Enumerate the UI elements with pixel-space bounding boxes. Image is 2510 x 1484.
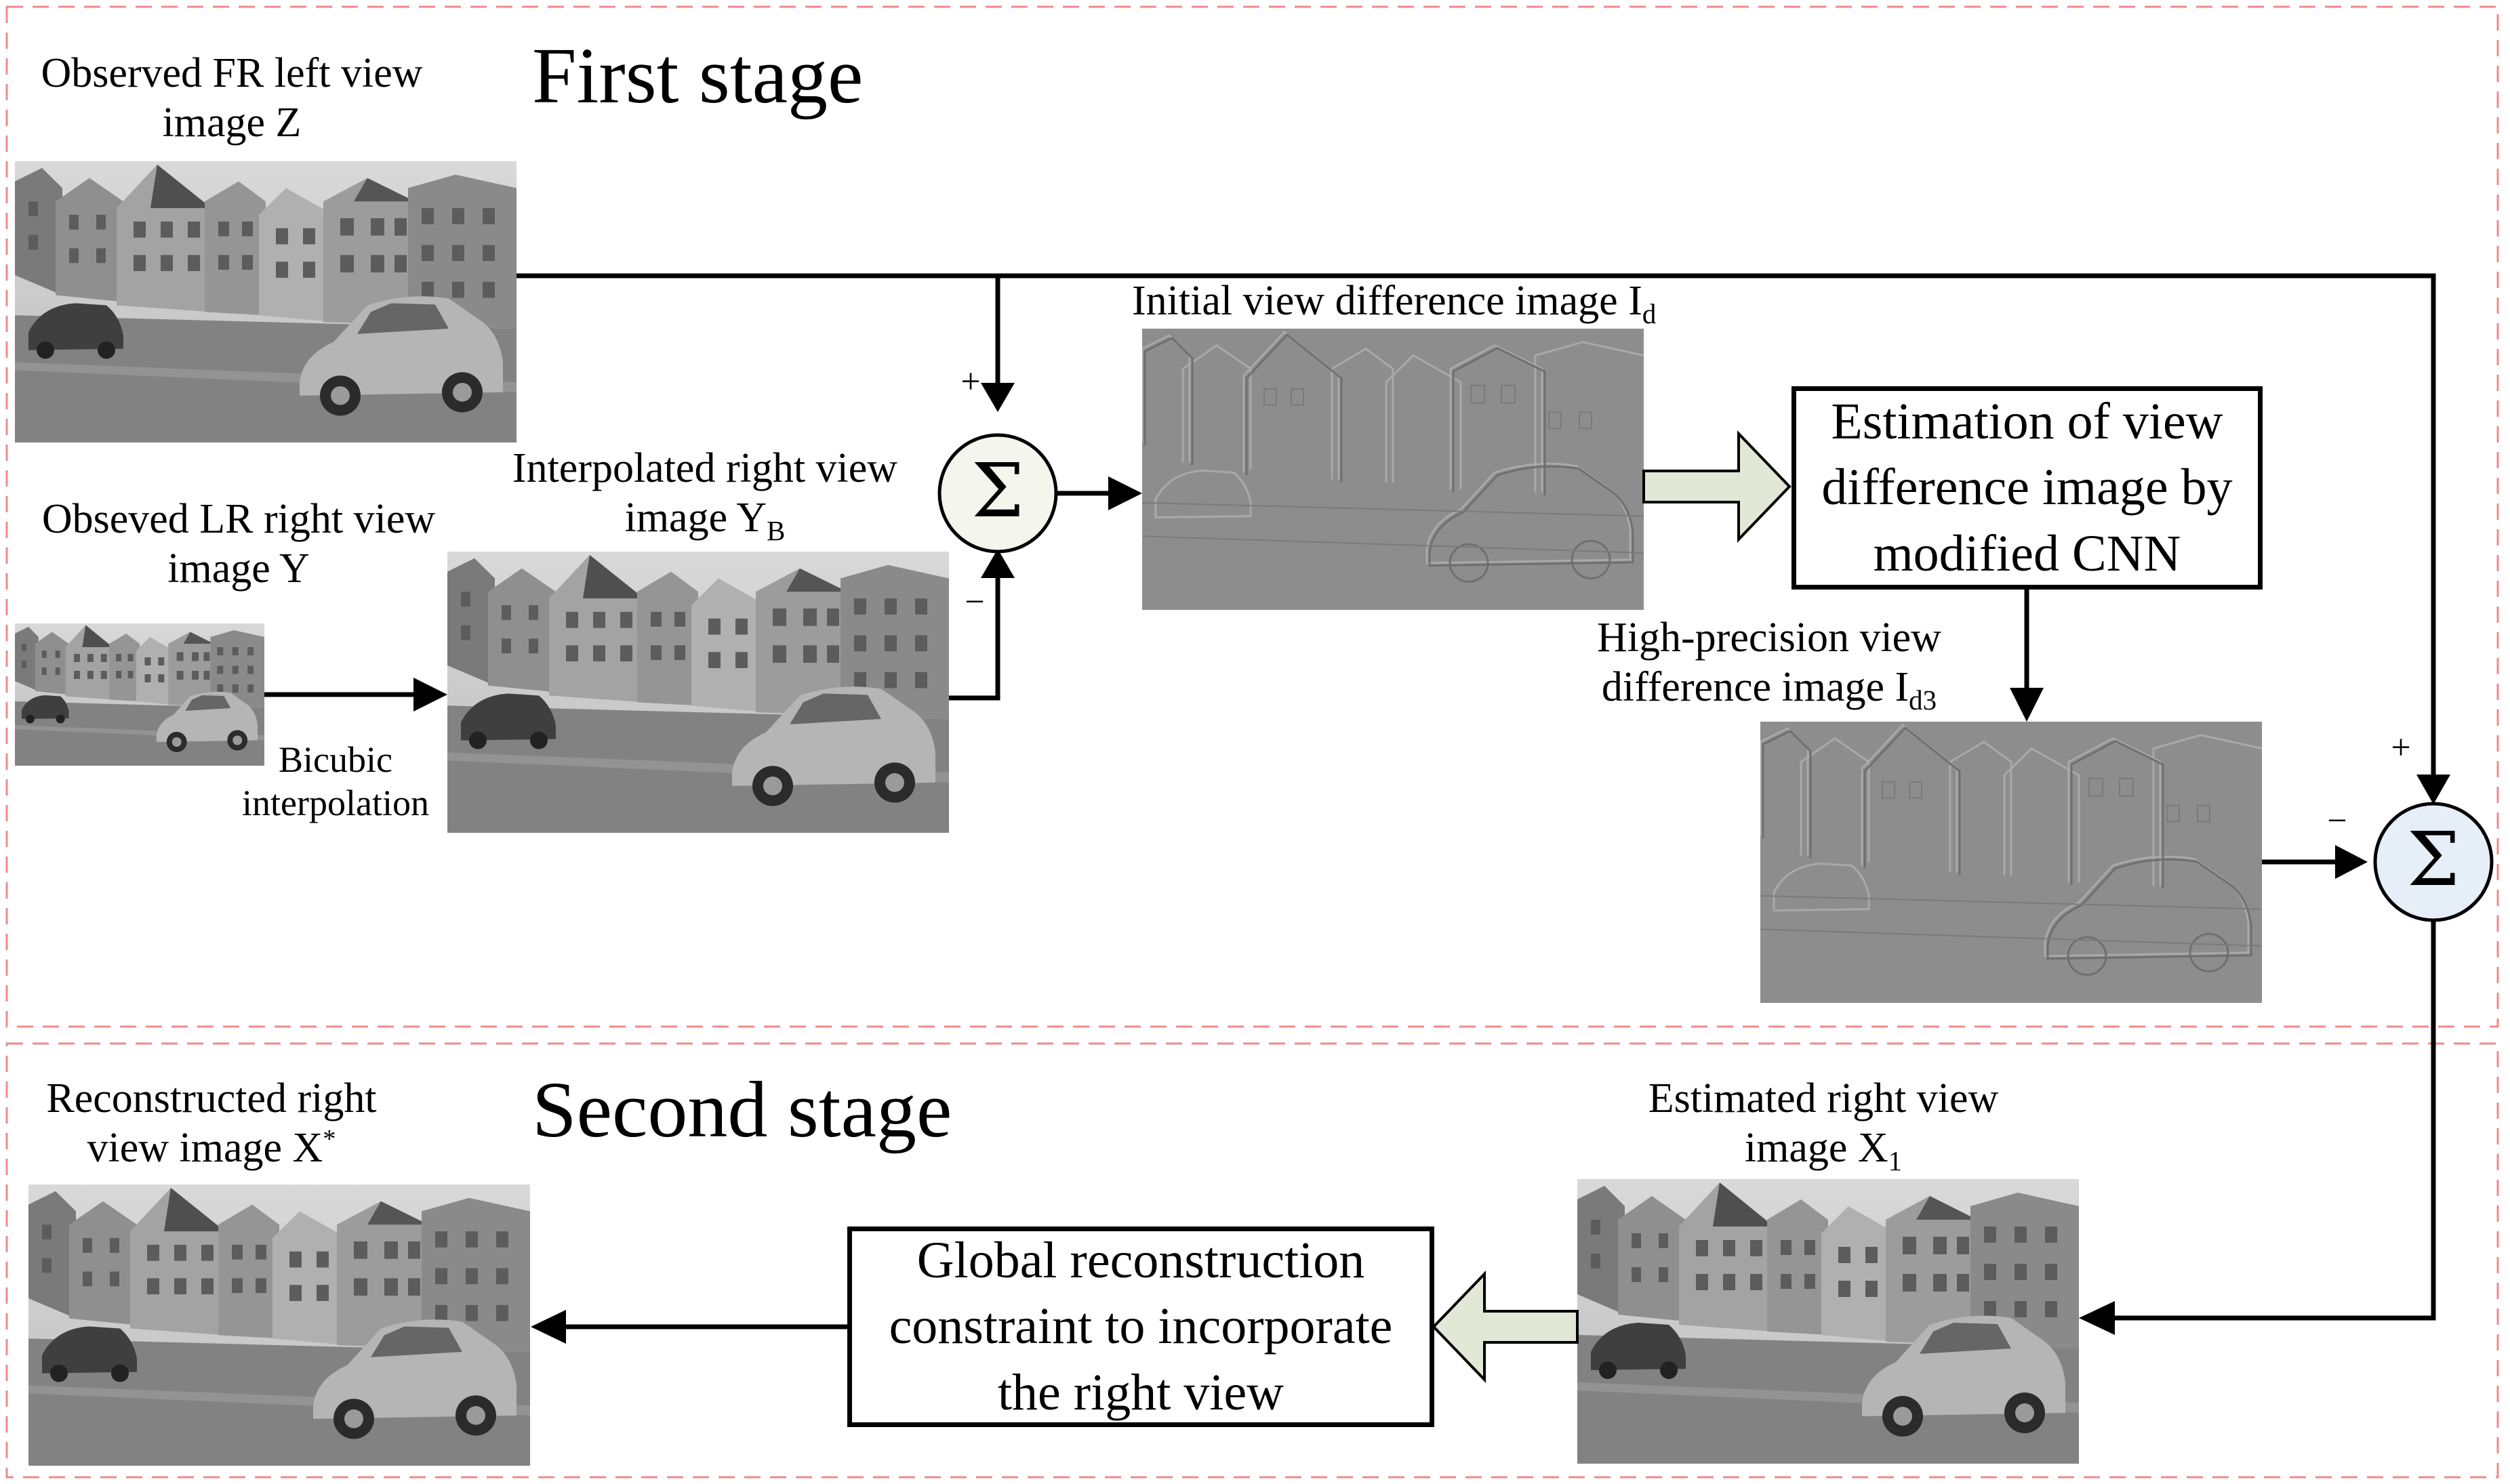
cnn-box-line3: modified CNN xyxy=(1873,524,2181,582)
sum-node-2 xyxy=(2373,802,2494,922)
arrowhead-sum2-top xyxy=(2416,775,2450,804)
estimated-right-view-image-x1 xyxy=(1577,1179,2079,1464)
connector-sum2-to-x1 xyxy=(2111,918,2436,1321)
high-precision-label-subscript: d3 xyxy=(1909,685,1937,716)
interpolated-label-line2-text: image Y xyxy=(624,495,767,541)
lr-right-view-label-line2: image Y xyxy=(167,545,310,592)
second-stage-border xyxy=(5,1042,2499,1479)
estimated-label-line2-text: image X xyxy=(1744,1125,1888,1172)
block-arrow-to-global xyxy=(1432,1271,1579,1383)
bicubic-label: Bicubic interpolation xyxy=(224,739,447,825)
minus-sign-sum1: − xyxy=(965,583,984,621)
reconstructed-label-line2: view image X* xyxy=(15,1124,408,1173)
high-precision-label-line2-text: difference image I xyxy=(1601,664,1909,711)
interpolated-label-line2: image YB xyxy=(474,493,935,548)
estimated-label-subscript: 1 xyxy=(1888,1146,1903,1177)
arrowhead-sum1-top xyxy=(981,383,1015,412)
initial-difference-label: Initial view difference image Id xyxy=(1132,276,1656,331)
initial-difference-image-id xyxy=(1142,329,1644,610)
left-view-label-line2: image Z xyxy=(162,100,302,146)
interpolated-label: Interpolated right view image YB xyxy=(474,444,935,548)
second-stage-title: Second stage xyxy=(532,1065,952,1154)
plus-sign-sum2: + xyxy=(2391,728,2410,767)
cnn-box-line2: difference image by xyxy=(1821,459,2233,516)
interpolated-label-subscript: B xyxy=(767,516,786,547)
arrowhead-to-x1 xyxy=(2079,1301,2115,1335)
estimated-label: Estimated right view image X1 xyxy=(1613,1074,2033,1178)
reconstructed-right-view-image xyxy=(28,1184,530,1466)
interpolated-image-yb xyxy=(447,552,949,833)
cnn-box-line1: Estimation of view xyxy=(1831,393,2223,451)
high-precision-label-line1: High-precision view xyxy=(1597,615,1941,661)
reconstructed-label-line1: Reconstructed right xyxy=(46,1075,377,1121)
left-view-image-z xyxy=(15,161,517,442)
first-stage-border xyxy=(5,5,2499,1028)
connector-z-to-right xyxy=(517,273,2436,778)
global-box-line3: the right view xyxy=(997,1363,1284,1421)
bicubic-label-line1: Bicubic xyxy=(279,739,392,780)
sum-symbol-2: Σ xyxy=(2407,816,2460,903)
bicubic-label-line2: interpolation xyxy=(242,782,429,823)
arrowhead-to-reconstructed xyxy=(531,1310,566,1344)
connector-yb-to-sum1 xyxy=(949,575,1000,701)
estimated-label-line1: Estimated right view xyxy=(1648,1075,1999,1121)
global-box-line2: constraint to incorporate xyxy=(889,1298,1393,1355)
reconstructed-label: Reconstructed right view image X* xyxy=(15,1074,408,1173)
sum-node-1 xyxy=(937,433,1058,554)
high-precision-label: High-precision view difference image Id3 xyxy=(1566,613,1972,718)
estimated-label-line2: image X1 xyxy=(1613,1124,2033,1178)
global-reconstruction-box: Global reconstruction constraint to inco… xyxy=(847,1227,1434,1427)
high-precision-difference-image-id3 xyxy=(1760,722,2262,1003)
global-box-line1: Global reconstruction xyxy=(916,1232,1365,1290)
lr-right-view-label: Obseved LR right view image Y xyxy=(15,495,462,594)
interpolated-label-line1: Interpolated right view xyxy=(512,445,898,491)
plus-sign-sum1: + xyxy=(960,363,980,401)
lr-right-view-label-line1: Obseved LR right view xyxy=(41,496,436,542)
cnn-estimation-box: Estimation of view difference image by m… xyxy=(1792,386,2263,590)
initial-difference-label-subscript: d xyxy=(1642,299,1657,330)
arrowhead-bicubic xyxy=(413,678,447,712)
reconstructed-label-superscript: * xyxy=(323,1125,336,1154)
left-view-label-line1: Observed FR left view xyxy=(41,50,423,96)
sum-symbol-1: Σ xyxy=(971,447,1024,534)
high-precision-label-line2: difference image Id3 xyxy=(1566,663,1972,717)
first-stage-title: First stage xyxy=(532,31,864,120)
block-arrow-to-cnn xyxy=(1642,430,1792,543)
minus-sign-sum2: − xyxy=(2327,802,2347,840)
left-view-label: Observed FR left view image Z xyxy=(15,49,449,148)
reconstructed-label-line2-text: view image X xyxy=(87,1125,323,1172)
initial-difference-label-text: Initial view difference image I xyxy=(1132,278,1642,324)
arrowhead-to-id xyxy=(1108,476,1142,510)
arrowhead-sum2-left xyxy=(2335,845,2368,879)
arrowhead-to-id3 xyxy=(2010,688,2044,722)
arrowhead-sum1-bottom xyxy=(981,549,1015,578)
